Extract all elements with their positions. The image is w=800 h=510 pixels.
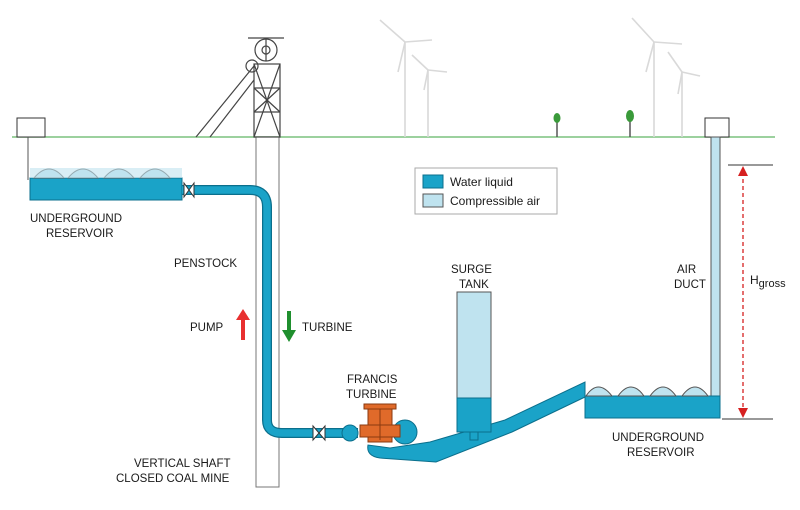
h-gross-main: H [750,273,759,287]
wind-turbine-icon [379,19,433,137]
shaft-label-line2: CLOSED COAL MINE [116,473,230,485]
surge-tank-water [456,397,492,433]
h-gross-subscript: gross [759,278,786,290]
legend-air-label: Compressible air [450,194,540,208]
upper-air-hut [16,117,46,138]
francis-label-line1: FRANCIS [347,374,398,386]
lower-reservoir [584,386,721,419]
air-duct [710,136,721,398]
tree-icon [553,113,561,137]
headframe-icon [195,37,284,138]
pump-label: PUMP [190,322,224,334]
h-gross-label: Hgross [750,273,786,290]
francis-label-line2: TURBINE [346,389,397,401]
legend-water-swatch [422,174,444,189]
surge-tank-label-line1: SURGE [451,264,492,276]
air-duct-hut [704,117,730,138]
air-duct-label-line2: DUCT [674,279,706,291]
shaft-label-line1: VERTICAL SHAFT [134,458,231,470]
tailrace-pipe [367,381,586,463]
penstock-label: PENSTOCK [174,258,237,270]
upper-reservoir [29,168,183,201]
turbine-arrow-icon [282,311,296,342]
wind-turbine-icon [667,51,701,137]
surge-tank-air [456,291,492,399]
upper-reservoir-label-line2: RESERVOIR [46,228,114,240]
pump-arrow-icon [236,309,250,340]
surge-tank-label-line2: TANK [459,279,489,291]
lower-valve-icon [312,424,326,442]
turbine-label: TURBINE [302,322,353,334]
h-gross-dimension [722,164,773,420]
tree-icon [626,110,634,137]
upper-valve-icon [183,181,195,199]
legend-water-label: Water liquid [450,175,513,189]
wind-turbine-icon [411,54,448,137]
wind-turbine-icon [631,17,683,137]
legend-air-swatch [422,193,444,208]
lower-reservoir-label-line2: RESERVOIR [627,447,695,459]
air-duct-label-line1: AIR [677,264,696,276]
lower-reservoir-label-line1: UNDERGROUND [612,432,704,444]
legend: Water liquid Compressible air [414,167,558,215]
francis-turbine-icon [341,403,418,445]
upper-reservoir-label-line1: UNDERGROUND [30,213,122,225]
